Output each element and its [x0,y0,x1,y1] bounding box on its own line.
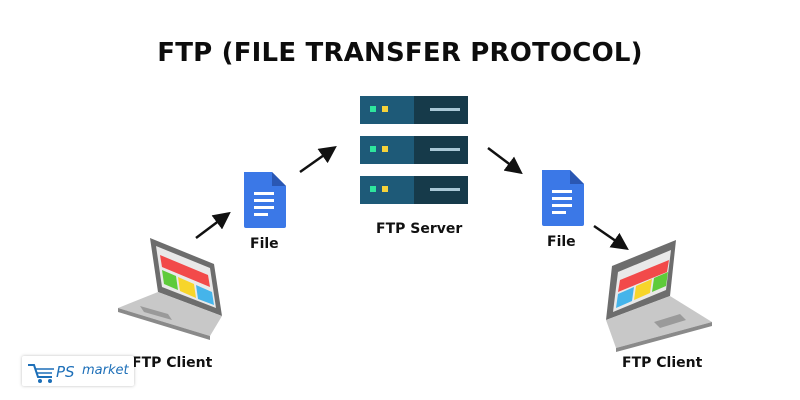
diagram-title: FTP (FILE TRANSFER PROTOCOL) [157,38,643,68]
client-label-left: FTP Client [132,355,213,371]
watermark-logo: PS market [22,356,134,386]
cart-icon: PS [28,363,75,383]
arrow-server-to-file [487,147,523,175]
logo-mark: PS [56,363,75,381]
server-unit-1 [360,96,468,124]
file-icon-left [244,172,286,228]
led-yellow [382,186,388,192]
server-unit-2 [360,136,468,164]
server-label: FTP Server [376,221,463,237]
led-green [370,146,376,152]
file-label-left: File [250,236,279,252]
led-yellow [382,146,388,152]
file-icon-right [542,170,584,226]
laptop-icon-right [606,240,712,352]
arrow-file-to-client [593,224,629,250]
arrow-file-to-server [299,145,337,174]
server-icon [360,96,468,204]
laptop-icon-left [118,238,222,340]
server-unit-3 [360,176,468,204]
client-label-right: FTP Client [622,355,703,371]
led-green [370,106,376,112]
led-green [370,186,376,192]
logo-text: market [82,363,129,378]
led-yellow [382,106,388,112]
file-label-right: File [547,234,576,250]
arrow-client-to-file [195,211,231,239]
